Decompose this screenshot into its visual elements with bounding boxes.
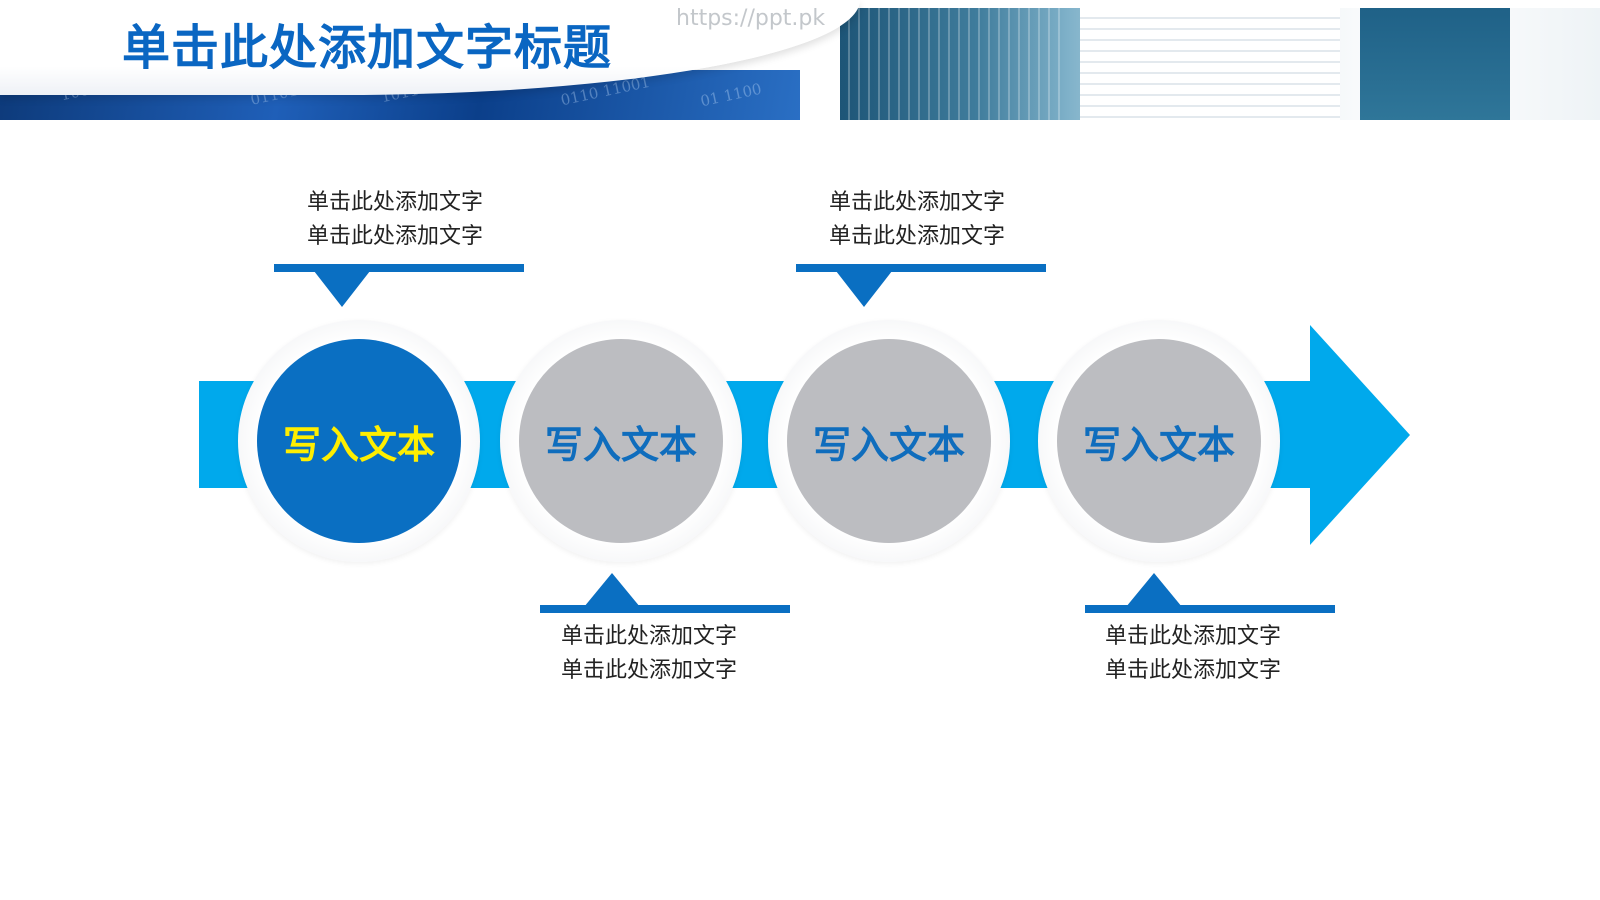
step-1-label: 写入文本 bbox=[283, 414, 435, 469]
step-4-circle[interactable]: 写入文本 bbox=[1057, 339, 1261, 543]
step-4-callout-line-1: 单击此处添加文字 bbox=[1068, 620, 1318, 654]
step-2-callout-line-2: 单击此处添加文字 bbox=[524, 654, 774, 688]
step-2-label: 写入文本 bbox=[545, 414, 697, 469]
step-1-callout-bar bbox=[274, 264, 524, 272]
step-1-callout-text[interactable]: 单击此处添加文字 单击此处添加文字 bbox=[270, 186, 520, 254]
step-4-label: 写入文本 bbox=[1083, 414, 1235, 469]
step-3-callout-line-2: 单击此处添加文字 bbox=[792, 220, 1042, 254]
step-4-callout-line-2: 单击此处添加文字 bbox=[1068, 654, 1318, 688]
step-4-callout-bar bbox=[1085, 605, 1335, 613]
step-2-callout-line-1: 单击此处添加文字 bbox=[524, 620, 774, 654]
step-3-label: 写入文本 bbox=[813, 414, 965, 469]
step-3-circle[interactable]: 写入文本 bbox=[787, 339, 991, 543]
step-4-pointer-up-icon bbox=[1126, 573, 1182, 607]
step-1-callout-line-1: 单击此处添加文字 bbox=[270, 186, 520, 220]
step-2-callout-text[interactable]: 单击此处添加文字 单击此处添加文字 bbox=[524, 620, 774, 688]
step-1-circle[interactable]: 写入文本 bbox=[257, 339, 461, 543]
step-2-pointer-up-icon bbox=[584, 573, 640, 607]
step-4-callout-text[interactable]: 单击此处添加文字 单击此处添加文字 bbox=[1068, 620, 1318, 688]
step-3-pointer-down-icon bbox=[836, 271, 892, 307]
step-3-callout-bar bbox=[796, 264, 1046, 272]
step-2-callout-bar bbox=[540, 605, 790, 613]
step-3-callout-line-1: 单击此处添加文字 bbox=[792, 186, 1042, 220]
timeline-arrow-head bbox=[1310, 325, 1410, 545]
step-1-callout-line-2: 单击此处添加文字 bbox=[270, 220, 520, 254]
step-3-callout-text[interactable]: 单击此处添加文字 单击此处添加文字 bbox=[792, 186, 1042, 254]
step-1-pointer-down-icon bbox=[314, 271, 370, 307]
step-2-circle[interactable]: 写入文本 bbox=[519, 339, 723, 543]
